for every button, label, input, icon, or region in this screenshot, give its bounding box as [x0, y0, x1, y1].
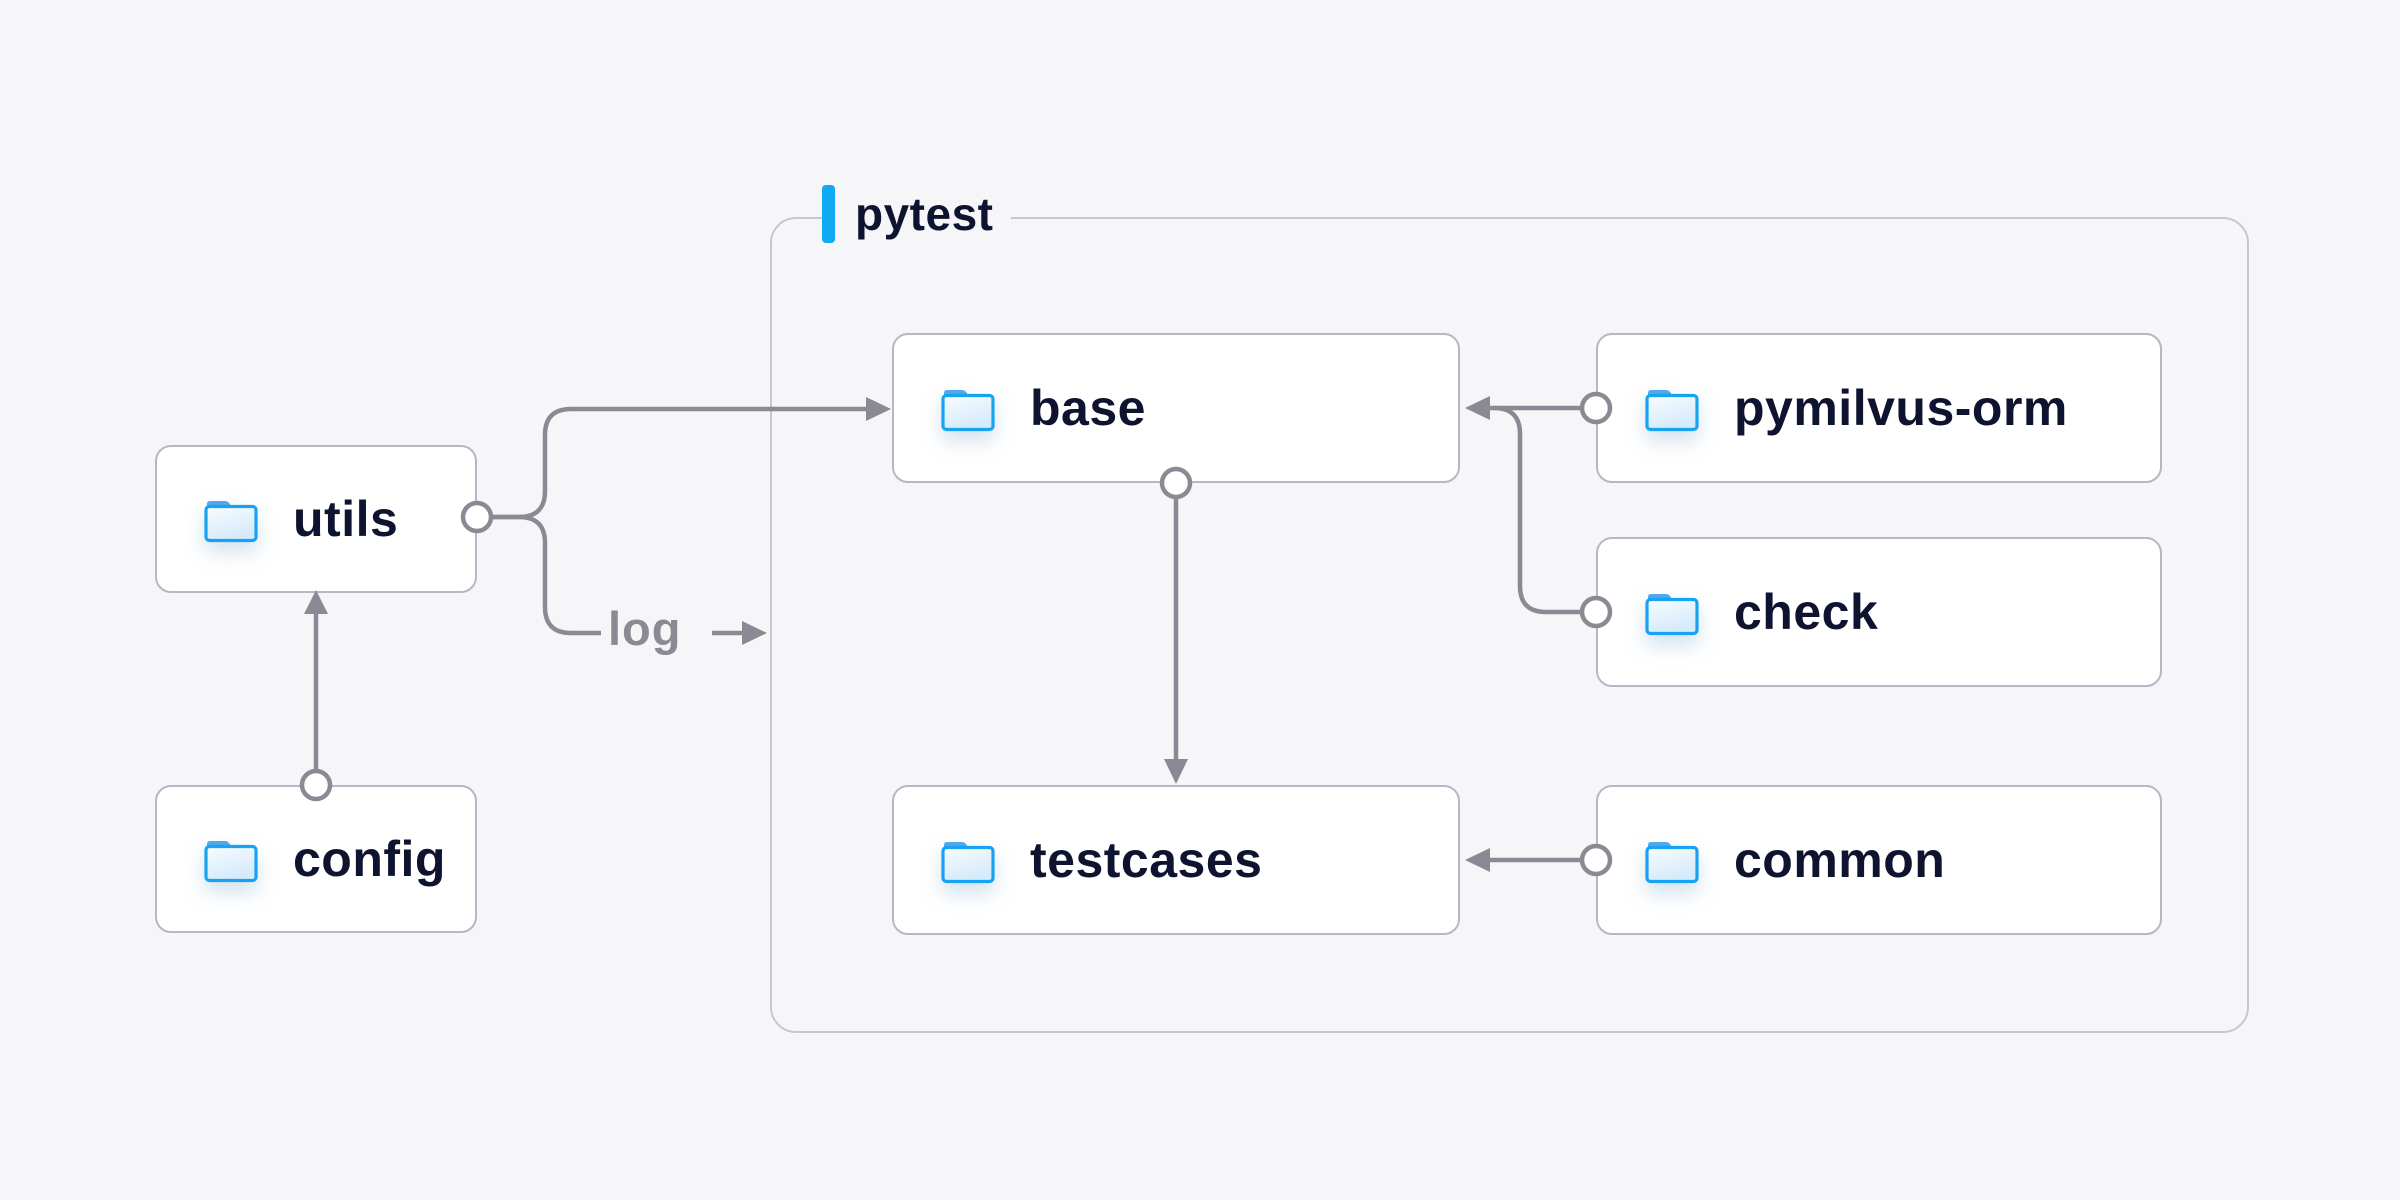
node-utils: utils: [155, 445, 477, 593]
folder-icon: [1640, 833, 1704, 887]
edge-label-log: log: [608, 602, 682, 655]
folder-icon: [936, 833, 1000, 887]
node-common: common: [1596, 785, 2162, 935]
folder-icon: [199, 832, 263, 886]
node-label: testcases: [1030, 832, 1263, 888]
node-label: common: [1734, 832, 1946, 888]
pytest-group-box: [770, 217, 2249, 1033]
pytest-group-label: pytest: [822, 184, 1012, 244]
edge-config-utils: [299, 590, 333, 802]
folder-icon: [1640, 585, 1704, 639]
group-accent-bar-icon: [822, 185, 835, 243]
node-label: utils: [293, 491, 399, 547]
node-config: config: [155, 785, 477, 933]
node-check: check: [1596, 537, 2162, 687]
folder-icon: [936, 381, 1000, 435]
node-label: pymilvus-orm: [1734, 380, 2068, 436]
node-testcases: testcases: [892, 785, 1460, 935]
node-base: base: [892, 333, 1460, 483]
node-label: base: [1030, 380, 1146, 436]
node-label: check: [1734, 584, 1879, 640]
folder-icon: [1640, 381, 1704, 435]
node-pymilvus-orm: pymilvus-orm: [1596, 333, 2162, 483]
node-label: config: [293, 831, 446, 887]
folder-icon: [199, 492, 263, 546]
group-label-text: pytest: [855, 188, 994, 240]
